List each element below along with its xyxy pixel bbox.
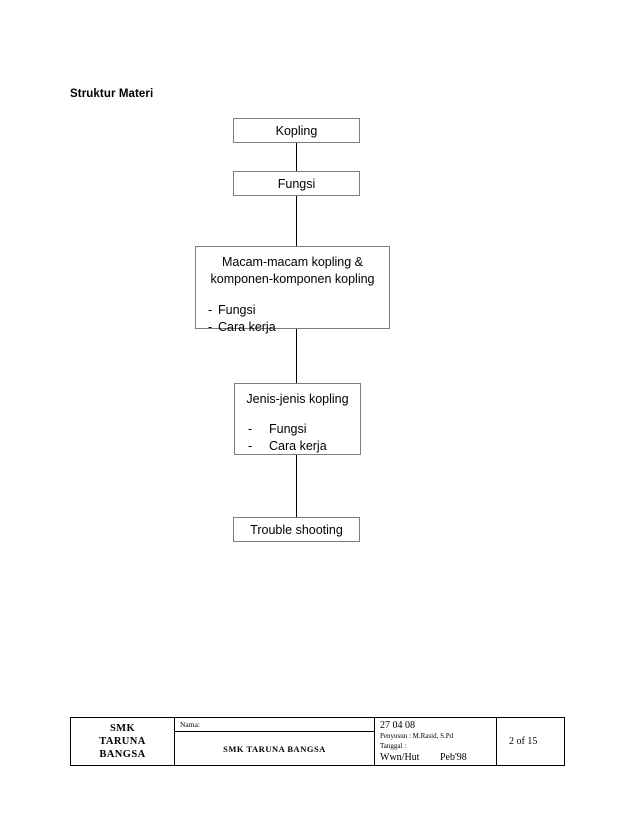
bullet-text: Cara kerja — [269, 438, 327, 453]
footer-cell-page-number: 2 of 15 — [497, 718, 564, 765]
connector-fungsi-to-macam — [296, 196, 297, 246]
bullet-dash: - — [208, 320, 213, 334]
footer-period: Peb'98 — [440, 752, 467, 763]
flow-node-jenis-jenis-kopling: Jenis-jenis kopling - Fungsi - Cara kerj… — [234, 383, 361, 455]
footer-nama-label: Nama: — [175, 718, 374, 732]
list-item: - Fungsi — [208, 302, 389, 319]
footer-school-line1: SMK — [109, 723, 136, 734]
connector-kopling-to-fungsi — [296, 143, 297, 171]
footer-author: Penyusun : M.Rasid, S.Pd — [380, 732, 454, 740]
flow-node-kopling-label: Kopling — [275, 123, 318, 138]
flow-node-macam-heading: Macam-macam kopling & komponen-komponen … — [196, 247, 389, 287]
list-item: - Fungsi — [248, 421, 360, 438]
footer-school-line2: TARUNA — [99, 736, 146, 747]
bullet-dash: - — [248, 421, 253, 436]
footer-cell-school: SMK TARUNA BANGSA — [71, 718, 175, 765]
footer-school-line3: BANGSA — [99, 749, 146, 760]
connector-jenis-to-trouble — [296, 455, 297, 517]
footer-date: 27 04 08 — [380, 720, 415, 731]
flow-node-jenis-bullet-list: - Fungsi - Cara kerja — [235, 421, 360, 455]
bullet-text: Fungsi — [218, 303, 256, 317]
bullet-text: Fungsi — [269, 421, 307, 436]
list-item: - Cara kerja — [248, 438, 360, 455]
footer-initials: Wwn/Hut — [380, 752, 420, 763]
footer-nama-value: SMK TARUNA BANGSA — [223, 743, 326, 754]
connector-macam-to-jenis — [296, 329, 297, 383]
flow-node-fungsi-label: Fungsi — [277, 176, 316, 191]
bullet-dash: - — [248, 438, 253, 453]
flow-node-jenis-heading: Jenis-jenis kopling — [246, 392, 349, 406]
flow-node-macam-heading-line2: komponen-komponen kopling — [210, 271, 375, 286]
flow-node-kopling: Kopling — [233, 118, 360, 143]
flow-node-macam-heading-line1: Macam-macam kopling & — [221, 255, 363, 269]
flow-node-macam-bullet-list: - Fungsi - Cara kerja — [196, 302, 389, 336]
flow-node-trouble-shooting: Trouble shooting — [233, 517, 360, 542]
bullet-text: Cara kerja — [218, 320, 276, 334]
flow-node-fungsi: Fungsi — [233, 171, 360, 196]
list-item: - Cara kerja — [208, 319, 389, 336]
page-number: 2 of 15 — [509, 736, 538, 747]
flow-node-macam-macam-kopling: Macam-macam kopling & komponen-komponen … — [195, 246, 390, 334]
footer-signature: Wwn/Hut Peb'98 — [380, 751, 496, 764]
footer-cell-name: Nama: SMK TARUNA BANGSA — [175, 718, 375, 765]
footer-tanggal-label: Tanggal : — [380, 741, 407, 750]
flow-node-trouble-label: Trouble shooting — [250, 522, 343, 537]
footer-cell-meta: 27 04 08 Penyusun : M.Rasid, S.Pd Tangga… — [375, 718, 497, 765]
page-title: Struktur Materi — [70, 88, 154, 100]
footer-table: SMK TARUNA BANGSA Nama: SMK TARUNA BANGS… — [70, 717, 565, 766]
bullet-dash: - — [208, 303, 213, 317]
